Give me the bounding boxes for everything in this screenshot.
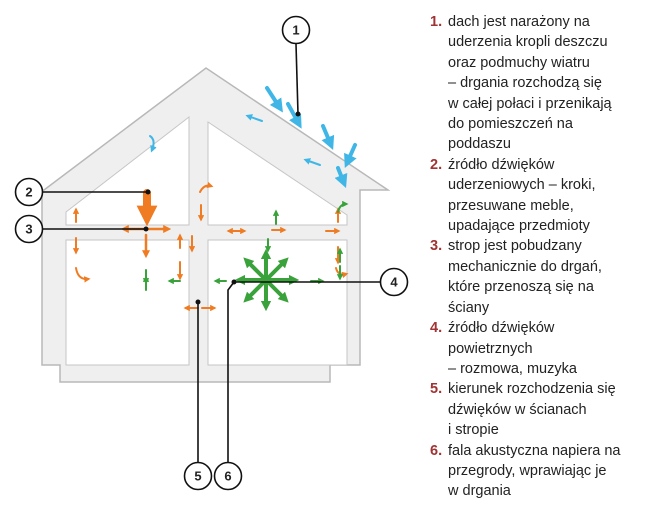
legend-number: 4.	[430, 320, 443, 337]
airborne-arrows	[142, 200, 349, 312]
svg-text:2: 2	[25, 185, 32, 200]
legend-item-4: 4. źródło dźwięków powietrznych – rozmow…	[430, 318, 662, 379]
svg-text:1: 1	[292, 23, 299, 38]
callout-2: 2	[14, 177, 44, 207]
callout-dots	[143, 111, 301, 305]
legend-number: 1.	[430, 14, 443, 30]
attic-room-right	[207, 121, 348, 226]
legend-item-5: 5. kierunek rozchodzenia się dźwięków w …	[430, 379, 662, 440]
legend-text: kierunek rozchodzenia się dźwięków w ści…	[448, 381, 616, 439]
legend-item-2: 2. źródło dźwięków uderzeniowych – kroki…	[430, 155, 662, 237]
ground-room-left	[65, 239, 190, 366]
legend-item-6: 6. fala akustyczna napiera na przegrody,…	[430, 441, 662, 502]
callout-lines	[42, 43, 380, 462]
svg-text:5: 5	[194, 469, 201, 484]
svg-text:4: 4	[390, 275, 398, 290]
svg-text:6: 6	[224, 469, 231, 484]
callout-1: 1	[281, 15, 311, 45]
ground-room-right	[207, 239, 348, 366]
callout-3: 3	[14, 214, 44, 244]
legend-number: 3.	[430, 238, 443, 255]
legend-item-1: 1. dach jest narażony na uderzenia kropl…	[430, 12, 662, 155]
roof-inner-arrows	[149, 114, 321, 166]
callout-5: 5	[183, 461, 213, 491]
legend-text: dach jest narażony na uderzenia kropli d…	[448, 14, 612, 153]
legend-text: strop jest pobudzany mechanicznie do drg…	[448, 238, 602, 316]
legend: 1. dach jest narażony na uderzenia kropl…	[430, 12, 662, 502]
house-structure	[41, 67, 391, 383]
legend-number: 6.	[430, 442, 443, 459]
legend-text: źródło dźwięków powietrznych – rozmowa, …	[448, 320, 577, 377]
callout-6: 6	[213, 461, 243, 491]
legend-text: fala akustyczna napiera na przegrody, wp…	[448, 442, 621, 500]
rain-arrows	[265, 86, 357, 189]
svg-text:3: 3	[25, 222, 32, 237]
house-diagram: 1 2 3 4 5 6	[14, 15, 409, 491]
attic-room-left	[65, 115, 190, 226]
callout-4: 4	[379, 267, 409, 297]
legend-text: źródło dźwięków uderzeniowych – kroki, p…	[448, 156, 596, 235]
legend-item-3: 3. strop jest pobudzany mechanicznie do …	[430, 236, 662, 318]
legend-number: 5.	[430, 381, 443, 398]
legend-number: 2.	[430, 156, 443, 173]
